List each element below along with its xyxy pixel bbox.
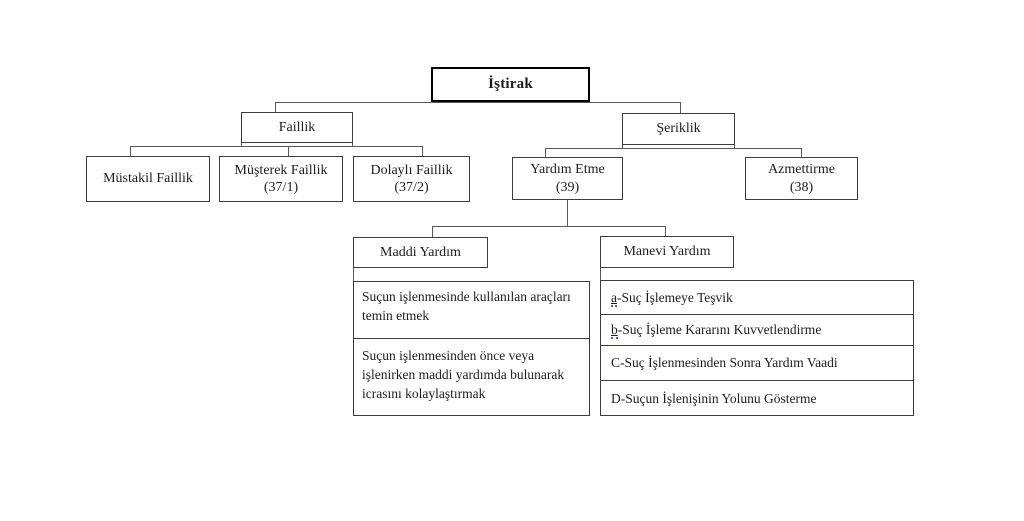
manevi-yardim-item-text: D-Suçun İşlenişinin Yolunu Gösterme: [611, 391, 817, 406]
node-dolayli-faillik: Dolaylı Faillik (37/2): [353, 156, 470, 202]
node-yardim-etme: Yardım Etme (39): [512, 157, 623, 200]
node-faillik-label: Faillik: [278, 119, 316, 135]
manevi-yardim-item: a-Suç İşlemeye Teşvik: [601, 281, 913, 314]
node-istirak: İştirak: [431, 67, 590, 102]
node-maddi-yardim: Maddi Yardım: [353, 237, 488, 268]
node-manevi-yardim: Manevi Yardım: [600, 236, 734, 268]
manevi-yardim-item: C-Suç İşlenmesinden Sonra Yardım Vaadi: [601, 345, 913, 380]
node-seriklik-label: Şeriklik: [656, 121, 701, 137]
node-manevi-yardim-label: Manevi Yardım: [623, 244, 711, 260]
maddi-yardim-item: Suçun işlenmesinde kullanılan araçları t…: [354, 282, 589, 338]
node-dolayli-faillik-article: (37/2): [394, 180, 429, 195]
manevi-yardim-item-text: a-Suç İşlemeye Teşvik: [611, 289, 733, 307]
node-mustakil-faillik: Müstakil Faillik: [86, 156, 210, 202]
underlined-letter: a: [611, 289, 617, 307]
maddi-yardim-item: Suçun işlenmesinden önce veya işlenirken…: [354, 338, 589, 416]
manevi-yardim-item-text: b-Suç İşleme Kararını Kuvvetlendirme: [611, 322, 822, 339]
node-dolayli-faillik-label: Dolaylı Faillik: [370, 162, 453, 178]
maddi-yardim-list: Suçun işlenmesinde kullanılan araçları t…: [353, 281, 590, 416]
node-musterek-faillik: Müşterek Faillik (37/1): [219, 156, 343, 202]
manevi-yardim-list: a-Suç İşlemeye Teşvik b-Suç İşleme Karar…: [600, 280, 914, 416]
node-azmettirme-article: (38): [789, 179, 814, 195]
node-faillik: Faillik: [241, 112, 353, 143]
node-mustakil-faillik-label: Müstakil Faillik: [103, 171, 193, 187]
maddi-yardim-item-text: Suçun işlenmesinden önce veya işlenirken…: [362, 348, 565, 401]
maddi-yardim-item-text: Suçun işlenmesinde kullanılan araçları t…: [362, 289, 571, 323]
node-azmettirme-label: Azmettirme: [768, 162, 835, 177]
node-istirak-label: İştirak: [488, 76, 533, 93]
manevi-yardim-item: b-Suç İşleme Kararını Kuvvetlendirme: [601, 314, 913, 345]
node-musterek-faillik-article: (37/1): [263, 180, 299, 195]
node-musterek-faillik-label: Müşterek Faillik: [234, 162, 328, 178]
node-maddi-yardim-label: Maddi Yardım: [380, 244, 461, 260]
node-yardim-etme-article: (39): [555, 179, 580, 195]
manevi-yardim-item: D-Suçun İşlenişinin Yolunu Gösterme: [601, 380, 913, 417]
underlined-letter: b: [611, 322, 618, 339]
node-azmettirme: Azmettirme (38): [745, 157, 858, 200]
node-yardim-etme-label: Yardım Etme: [530, 162, 605, 177]
manevi-yardim-item-text: C-Suç İşlenmesinden Sonra Yardım Vaadi: [611, 355, 838, 370]
node-seriklik: Şeriklik: [622, 113, 735, 145]
